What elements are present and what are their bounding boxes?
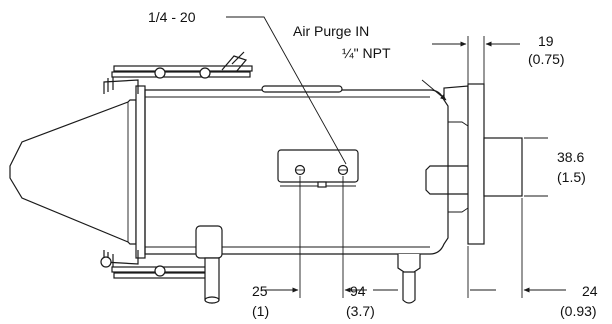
svg-text:94: 94 <box>350 283 366 299</box>
air-purge-label: Air Purge IN <box>293 23 369 39</box>
npt-label: ¼" NPT <box>342 45 391 61</box>
window-tube <box>483 137 523 197</box>
svg-text:(3.7): (3.7) <box>346 303 375 319</box>
svg-text:(1.5): (1.5) <box>557 169 586 185</box>
top-rib <box>261 85 343 93</box>
latch-top <box>107 51 253 92</box>
screw-right <box>337 164 349 176</box>
bottom-fitting-stem <box>402 272 416 304</box>
air-purge-fitting <box>443 85 469 100</box>
bottom-fitting <box>397 254 421 273</box>
thread-leader <box>226 16 347 165</box>
cone-nose <box>9 99 137 245</box>
clamp-ring-top <box>103 79 139 94</box>
left-fitting-body <box>195 225 223 259</box>
air-purge-leader <box>421 79 447 101</box>
clamp-ring-bottom <box>103 250 139 265</box>
inner-step-bottom <box>448 207 469 213</box>
svg-text:25: 25 <box>252 283 268 299</box>
latch-bottom <box>100 252 218 279</box>
thread-label: 1/4 - 20 <box>148 9 196 25</box>
svg-text:19: 19 <box>538 33 554 49</box>
inner-slot <box>425 165 468 195</box>
svg-text:(0.75): (0.75) <box>528 51 565 67</box>
dimension-94: 94 (3.7) <box>342 176 398 319</box>
flange <box>467 83 485 245</box>
svg-text:(1): (1) <box>252 303 269 319</box>
dimension-19: 19 (0.75) <box>432 33 565 84</box>
inner-step-top <box>448 121 469 127</box>
left-fitting-stem <box>204 257 220 304</box>
dimension-24: 24 (0.93) <box>467 198 598 319</box>
screw-left <box>294 164 306 176</box>
svg-text:(0.93): (0.93) <box>560 303 597 319</box>
mounting-pad <box>277 149 359 188</box>
svg-text:24: 24 <box>582 283 598 299</box>
dimension-38-6: 38.6 (1.5) <box>524 137 586 197</box>
dimension-25: 25 (1) <box>252 176 301 319</box>
clamp-ring <box>135 85 146 259</box>
svg-text:38.6: 38.6 <box>557 149 584 165</box>
